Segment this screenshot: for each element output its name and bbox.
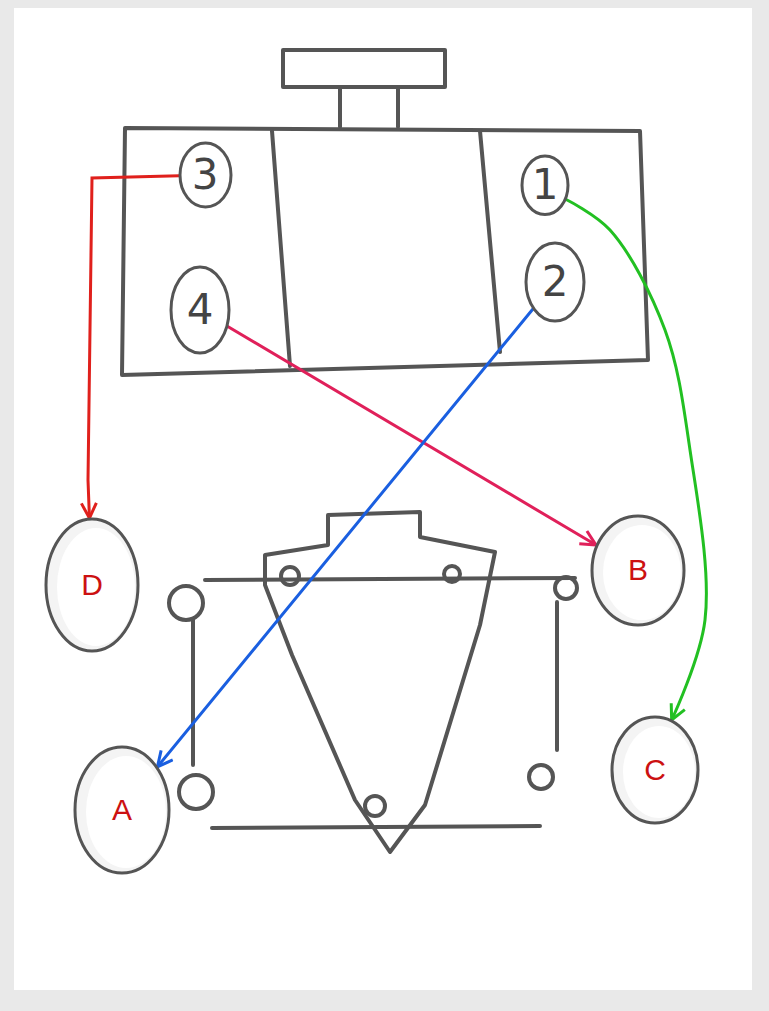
small-circle <box>444 566 460 582</box>
circle-fill <box>603 525 681 620</box>
arrow-connector <box>157 308 533 767</box>
paper-sheet <box>14 8 752 990</box>
table-frame <box>193 578 575 828</box>
letter-circle: A <box>72 744 172 876</box>
arrow-connector <box>88 176 180 518</box>
letter-label: B <box>628 555 648 585</box>
callout-number: 1 <box>532 164 559 206</box>
small-circle <box>281 567 299 585</box>
number-circle: 2 <box>524 241 586 323</box>
arrow-connector <box>227 326 596 545</box>
tray-outline <box>122 128 648 375</box>
circle-fill <box>623 726 695 818</box>
number-circle: 1 <box>520 154 570 217</box>
circle-outline <box>75 747 169 873</box>
circle-fill <box>57 528 135 646</box>
circle-outline <box>612 717 698 823</box>
number-circle: 3 <box>178 141 233 209</box>
letter-circle: D <box>43 516 141 654</box>
top-bar <box>283 50 445 87</box>
circle-outline <box>180 143 231 207</box>
letter-label: C <box>644 755 666 785</box>
circle-outline <box>46 519 138 651</box>
letter-circle: C <box>609 714 701 826</box>
arrow-connector <box>565 199 706 720</box>
small-circle <box>365 796 385 816</box>
bar-post <box>340 87 398 127</box>
small-circle <box>169 586 203 620</box>
center-shape <box>265 512 495 852</box>
circle-outline <box>522 156 568 215</box>
letter-label: D <box>81 570 103 600</box>
circle-outline <box>592 516 684 625</box>
small-circle <box>179 775 213 809</box>
tray-divider <box>272 131 500 366</box>
callout-number: 4 <box>187 289 214 331</box>
circle-outline <box>526 243 584 321</box>
circle-outline <box>171 267 229 353</box>
letter-circle: B <box>589 513 687 628</box>
callout-number: 3 <box>192 154 219 196</box>
circle-fill <box>86 756 166 868</box>
number-circle: 4 <box>169 265 231 355</box>
letter-label: A <box>112 795 132 825</box>
small-circle <box>529 765 553 789</box>
small-circle <box>555 577 577 599</box>
callout-number: 2 <box>542 261 569 303</box>
